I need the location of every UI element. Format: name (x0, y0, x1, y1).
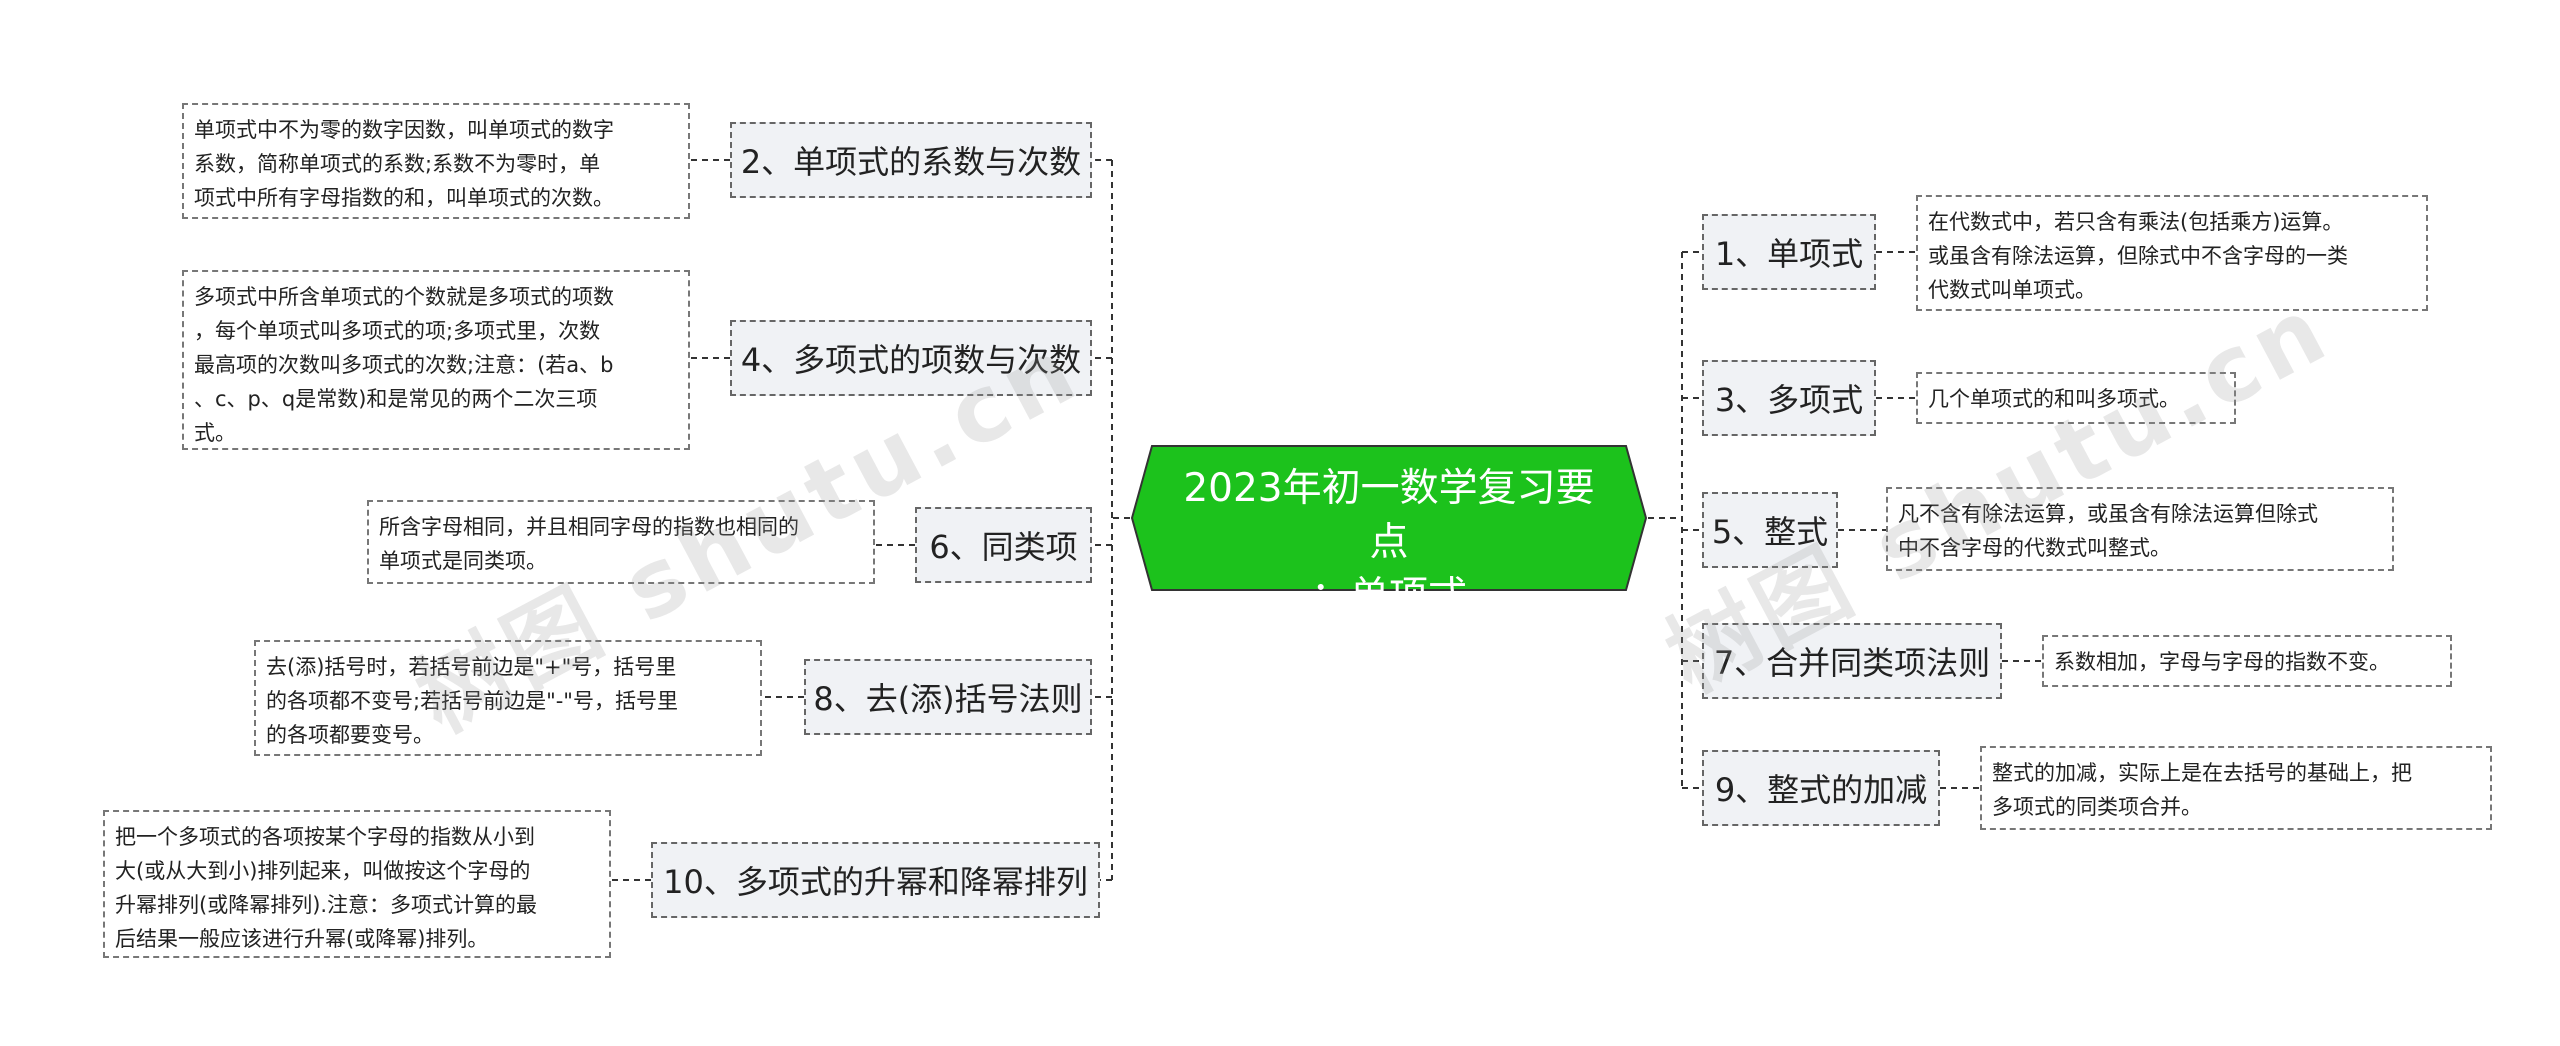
root-topic[interactable]: 2023年初一数学复习要点 ：单项式 (1130, 444, 1648, 619)
note-add-subtract-integral: 整式的加减，实际上是在去括号的基础上，把 多项式的同类项合并。 (1980, 746, 2492, 830)
root-hexagon-shape (1130, 445, 1648, 591)
topic-integral-expression[interactable]: 5、整式 (1702, 492, 1838, 568)
note-monomial-coefficient-degree: 单项式中不为零的数字因数，叫单项式的数字 系数，简称单项式的系数;系数不为零时，… (182, 103, 690, 219)
topic-polynomial-terms-degree[interactable]: 4、多项式的项数与次数 (730, 320, 1092, 396)
topic-ascending-descending-order[interactable]: 10、多项式的升幂和降幂排列 (651, 842, 1100, 918)
topic-like-terms[interactable]: 6、同类项 (915, 507, 1092, 583)
topic-bracket-rules[interactable]: 8、去(添)括号法则 (804, 659, 1092, 735)
note-bracket-rules: 去(添)括号时，若括号前边是"+"号，括号里 的各项都不变号;若括号前边是"-"… (254, 640, 762, 756)
note-integral-expression: 凡不含有除法运算，或虽含有除法运算但除式 中不含字母的代数式叫整式。 (1886, 487, 2394, 571)
topic-add-subtract-integral[interactable]: 9、整式的加减 (1702, 750, 1940, 826)
note-polynomial-terms-degree: 多项式中所含单项式的个数就是多项式的项数 ，每个单项式叫多项式的项;多项式里，次… (182, 270, 690, 450)
topic-monomial-coefficient-degree[interactable]: 2、单项式的系数与次数 (730, 122, 1092, 198)
topic-monomial[interactable]: 1、单项式 (1702, 214, 1876, 290)
note-monomial: 在代数式中，若只含有乘法(包括乘方)运算。 或虽含有除法运算，但除式中不含字母的… (1916, 195, 2428, 311)
note-combine-like-terms: 系数相加，字母与字母的指数不变。 (2042, 635, 2452, 687)
note-like-terms: 所含字母相同，并且相同字母的指数也相同的 单项式是同类项。 (367, 500, 875, 584)
topic-polynomial[interactable]: 3、多项式 (1702, 360, 1876, 436)
topic-combine-like-terms[interactable]: 7、合并同类项法则 (1702, 623, 2002, 699)
note-polynomial: 几个单项式的和叫多项式。 (1916, 372, 2236, 424)
note-ascending-descending-order: 把一个多项式的各项按某个字母的指数从小到 大(或从大到小)排列起来，叫做按这个字… (103, 810, 611, 958)
root-title: 2023年初一数学复习要点 ：单项式 (1183, 466, 1595, 619)
